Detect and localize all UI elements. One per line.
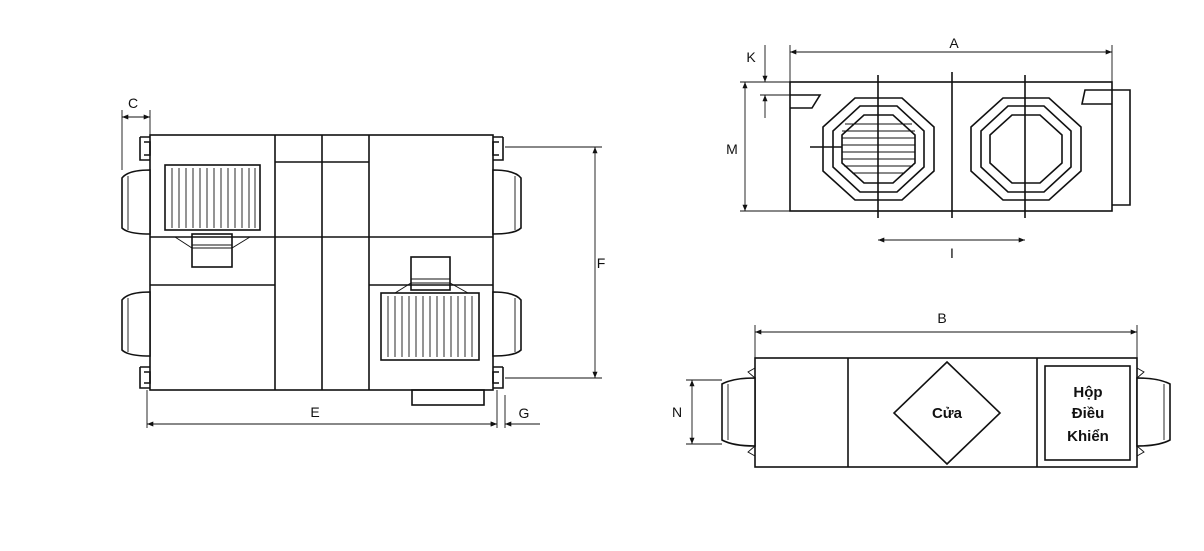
duct-right-top xyxy=(492,169,522,235)
control-box-line1: Hộp xyxy=(1073,384,1102,401)
dim-label-n: N xyxy=(672,404,682,420)
dim-label-i: I xyxy=(950,245,954,261)
filter-bottom-right xyxy=(380,292,480,361)
door-panel xyxy=(892,360,1002,466)
port-right-outer xyxy=(970,97,1082,201)
door-label: Cửa xyxy=(932,405,963,422)
dim-label-k: K xyxy=(746,49,756,65)
dim-label-a: A xyxy=(949,35,959,51)
dim-label-b: B xyxy=(937,310,946,326)
port-left-grille xyxy=(841,114,916,184)
control-box-line2: Điều xyxy=(1072,405,1105,422)
dim-label-e: E xyxy=(310,404,319,420)
front-view: C E G F xyxy=(121,95,606,428)
port-right-middle xyxy=(980,105,1072,193)
top-view: A K M I xyxy=(726,35,1131,261)
duct-right-bottom xyxy=(492,291,522,357)
top-body-outline xyxy=(789,81,1113,212)
dim-label-g: G xyxy=(519,405,530,421)
dim-label-c: C xyxy=(128,95,138,111)
side-view: Cửa Hộp Điều Khiển B N xyxy=(672,310,1171,468)
duct-left-top xyxy=(121,169,151,235)
control-box-line3: Khiển xyxy=(1067,428,1109,445)
fan-motor-bottom xyxy=(410,256,451,291)
side-duct-left xyxy=(721,377,756,447)
side-duct-right xyxy=(1136,377,1171,447)
port-left-inner xyxy=(832,105,925,193)
port-left-outer xyxy=(822,97,935,201)
duct-left-bottom xyxy=(121,291,151,357)
port-right-inner xyxy=(989,114,1063,184)
bottom-tab xyxy=(411,389,485,406)
dim-label-m: M xyxy=(726,141,738,157)
dim-label-f: F xyxy=(597,255,606,271)
fan-motor-top xyxy=(191,233,233,268)
filter-top-left xyxy=(164,164,261,231)
control-box xyxy=(1044,365,1131,461)
